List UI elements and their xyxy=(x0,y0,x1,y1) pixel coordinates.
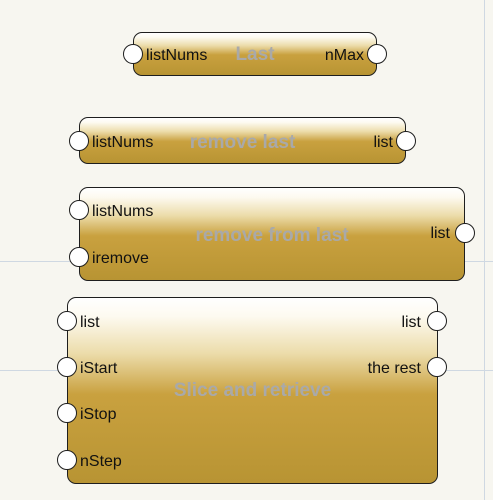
node-slice-and-retrieve[interactable]: Slice and retrieve list iStart iStop nSt… xyxy=(67,297,438,484)
output-port-list[interactable] xyxy=(455,223,475,243)
input-port-iremove[interactable] xyxy=(69,247,89,267)
node-remove-from-last[interactable]: remove from last listNums iremove list xyxy=(79,187,465,281)
input-port-label: listNums xyxy=(92,134,154,151)
input-port-listnums[interactable] xyxy=(69,131,89,151)
output-port-label: the rest xyxy=(367,360,421,377)
input-port-label: nStep xyxy=(80,453,122,470)
input-port-label: list xyxy=(80,314,100,331)
output-port-label: nMax xyxy=(324,47,364,64)
input-port-label: iremove xyxy=(92,250,149,267)
node-title: Last xyxy=(235,44,275,65)
input-port-list[interactable] xyxy=(57,311,77,331)
node-title: remove last xyxy=(189,132,296,153)
output-port-nmax[interactable] xyxy=(367,44,387,64)
output-port-label: list xyxy=(373,134,393,151)
node-last[interactable]: Last listNums nMax xyxy=(133,32,377,76)
input-port-label: iStop xyxy=(80,406,117,423)
input-port-label: listNums xyxy=(92,203,154,220)
input-port-listnums[interactable] xyxy=(123,44,143,64)
output-port-list[interactable] xyxy=(427,311,447,331)
output-port-label: list xyxy=(401,314,421,331)
input-port-listnums[interactable] xyxy=(69,200,89,220)
input-port-label: listNums xyxy=(146,47,208,64)
input-port-istop[interactable] xyxy=(57,403,77,423)
canvas-grid-line xyxy=(484,0,485,500)
output-port-list[interactable] xyxy=(396,131,416,151)
node-title: Slice and retrieve xyxy=(173,380,332,401)
output-port-label: list xyxy=(430,225,450,242)
node-title: remove from last xyxy=(195,225,349,246)
input-port-label: iStart xyxy=(80,360,118,377)
input-port-nstep[interactable] xyxy=(57,450,77,470)
node-remove-last[interactable]: remove last listNums list xyxy=(79,117,406,164)
output-port-the-rest[interactable] xyxy=(427,357,447,377)
input-port-istart[interactable] xyxy=(57,357,77,377)
